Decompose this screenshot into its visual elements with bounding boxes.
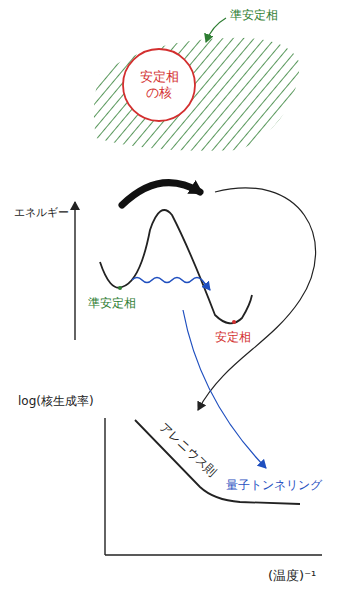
curve-label: アレニウス則 bbox=[157, 420, 219, 480]
region-outline bbox=[90, 34, 305, 154]
state-label: 安定相 bbox=[215, 330, 251, 344]
axis-label: log(核生成率) bbox=[18, 394, 94, 408]
curve-label: 量子トンネリング bbox=[226, 478, 322, 492]
axis-label: エネルギー bbox=[14, 206, 69, 219]
stable-dot bbox=[232, 320, 236, 324]
node-text: 準安定相 bbox=[230, 8, 278, 22]
axis-label: (温度)⁻¹ bbox=[268, 568, 316, 584]
rate-axis bbox=[104, 418, 105, 555]
tunneling-arrow bbox=[132, 278, 210, 291]
temperature-axis bbox=[105, 554, 322, 555]
phase-region: 準安定相安定相の核 bbox=[90, 34, 305, 154]
node-text: 安定相の核 bbox=[138, 69, 180, 100]
state-label: 準安定相 bbox=[88, 296, 136, 310]
metastable-dot bbox=[118, 286, 122, 290]
energy-axis bbox=[74, 202, 75, 340]
thermal-arrow bbox=[122, 183, 200, 205]
nucleus-node: 安定相の核 bbox=[122, 48, 196, 122]
thermal-leader bbox=[198, 188, 316, 410]
tunneling-leader bbox=[183, 310, 266, 468]
